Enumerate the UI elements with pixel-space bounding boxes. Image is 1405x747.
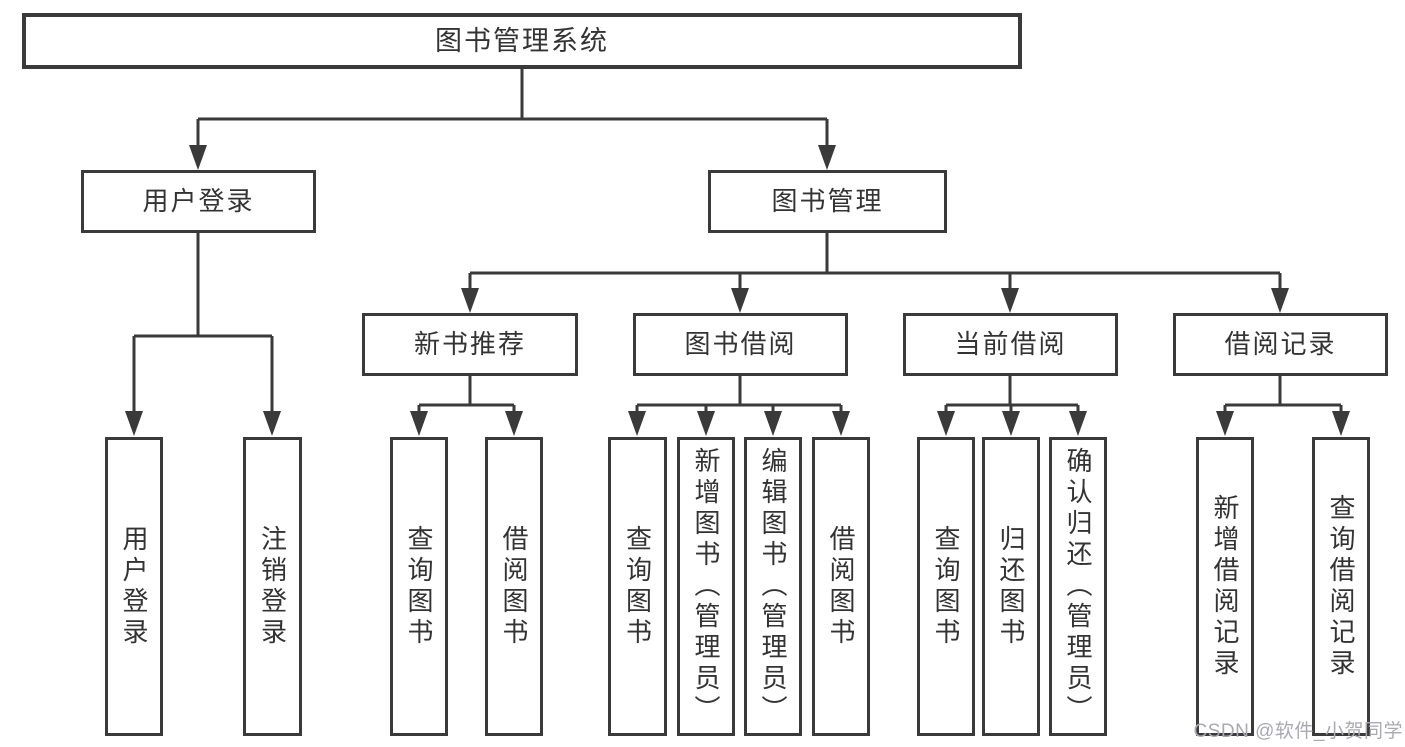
arrow-down-icon <box>1069 411 1087 436</box>
arrow-down-icon <box>1001 288 1019 313</box>
leaf-borrow-books-recommend: 借阅图书 <box>485 437 543 736</box>
leaf-query-books-borrow: 查询图书 <box>608 437 667 736</box>
arrow-down-icon <box>1271 288 1289 313</box>
leaf-add-borrow-record: 新增借阅记录 <box>1196 437 1254 736</box>
arrow-down-icon <box>125 411 143 436</box>
connector-book-borrow <box>635 376 843 418</box>
connector-current-borrow <box>944 376 1080 418</box>
arrow-down-icon <box>818 145 836 170</box>
connector-root <box>196 69 829 150</box>
node-new-book-recommend: 新书推荐 <box>362 313 578 376</box>
arrow-down-icon <box>832 411 850 436</box>
arrow-down-icon <box>1216 411 1234 436</box>
arrow-down-icon <box>764 411 782 436</box>
node-book-management: 图书管理 <box>708 170 947 233</box>
node-user-login: 用户登录 <box>81 170 316 233</box>
leaf-user-login: 用户登录 <box>105 437 163 736</box>
arrow-down-icon <box>937 411 955 436</box>
arrow-down-icon <box>731 288 749 313</box>
leaf-borrow-books: 借阅图书 <box>812 437 870 736</box>
arrow-down-icon <box>189 145 207 170</box>
connector-new-book-recommend <box>417 376 516 418</box>
leaf-edit-books-admin: 编辑图书（管理员） <box>744 437 802 736</box>
node-borrow-records: 借阅记录 <box>1173 313 1388 376</box>
arrow-down-icon <box>1332 411 1350 436</box>
connector-book-management <box>468 233 1282 295</box>
arrow-down-icon <box>263 411 281 436</box>
node-root-library-system: 图书管理系统 <box>22 13 1022 69</box>
leaf-query-books-current: 查询图书 <box>917 437 975 736</box>
arrow-down-icon <box>1002 411 1020 436</box>
arrow-down-icon <box>697 411 715 436</box>
connector-user-login <box>132 233 274 418</box>
arrow-down-icon <box>505 411 523 436</box>
arrow-down-icon <box>410 411 428 436</box>
leaf-query-books-recommend: 查询图书 <box>390 437 448 736</box>
connector-borrow-records <box>1223 376 1343 418</box>
leaf-logout: 注销登录 <box>243 437 302 736</box>
csdn-watermark: CSDN @软件_小贺同学 <box>1193 721 1403 742</box>
node-book-borrow: 图书借阅 <box>633 313 848 376</box>
leaf-return-books: 归还图书 <box>982 437 1040 736</box>
leaf-confirm-return-admin: 确认归还（管理员） <box>1049 437 1107 736</box>
leaf-add-books-admin: 新增图书（管理员） <box>677 437 735 736</box>
arrow-down-icon <box>461 288 479 313</box>
leaf-query-borrow-record: 查询借阅记录 <box>1312 437 1370 736</box>
node-current-borrow: 当前借阅 <box>903 313 1118 376</box>
arrow-down-icon <box>628 411 646 436</box>
